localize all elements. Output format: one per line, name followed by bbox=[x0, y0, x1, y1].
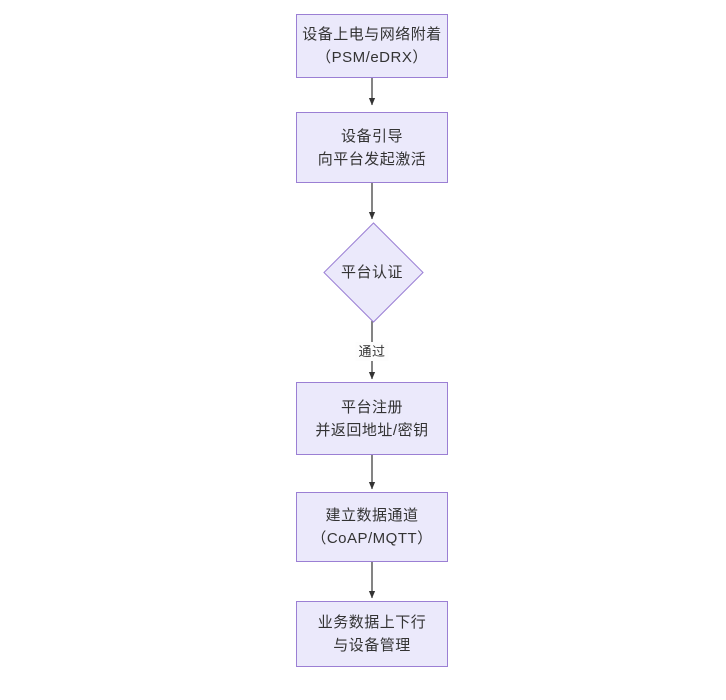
edge-label-pass: 通过 bbox=[355, 342, 389, 361]
node-bootstrap[interactable]: 设备引导 向平台发起激活 bbox=[296, 112, 448, 183]
node-power-on-line1: 设备上电与网络附着 bbox=[302, 26, 442, 43]
node-data-channel-line1: 建立数据通道 bbox=[325, 507, 419, 524]
node-service-data-line2: 与设备管理 bbox=[333, 637, 411, 654]
node-data-channel[interactable]: 建立数据通道 （CoAP/MQTT） bbox=[296, 492, 448, 562]
node-service-data[interactable]: 业务数据上下行 与设备管理 bbox=[296, 601, 448, 667]
node-service-data-line1: 业务数据上下行 bbox=[317, 614, 427, 631]
node-data-channel-line2: （CoAP/MQTT） bbox=[311, 530, 433, 547]
node-power-on-line2: （PSM/eDRX） bbox=[316, 49, 428, 66]
node-platform-register[interactable]: 平台注册 并返回地址/密钥 bbox=[296, 382, 448, 455]
node-platform-auth[interactable]: 平台认证 bbox=[322, 221, 424, 323]
node-bootstrap-line1: 设备引导 bbox=[340, 127, 403, 145]
node-bootstrap-line2: 向平台发起激活 bbox=[317, 150, 427, 168]
node-platform-auth-label: 平台认证 bbox=[340, 263, 403, 281]
node-platform-register-line2: 并返回地址/密钥 bbox=[315, 421, 429, 439]
node-power-on[interactable]: 设备上电与网络附着 （PSM/eDRX） bbox=[296, 14, 448, 78]
node-platform-register-line1: 平台注册 bbox=[340, 398, 403, 416]
